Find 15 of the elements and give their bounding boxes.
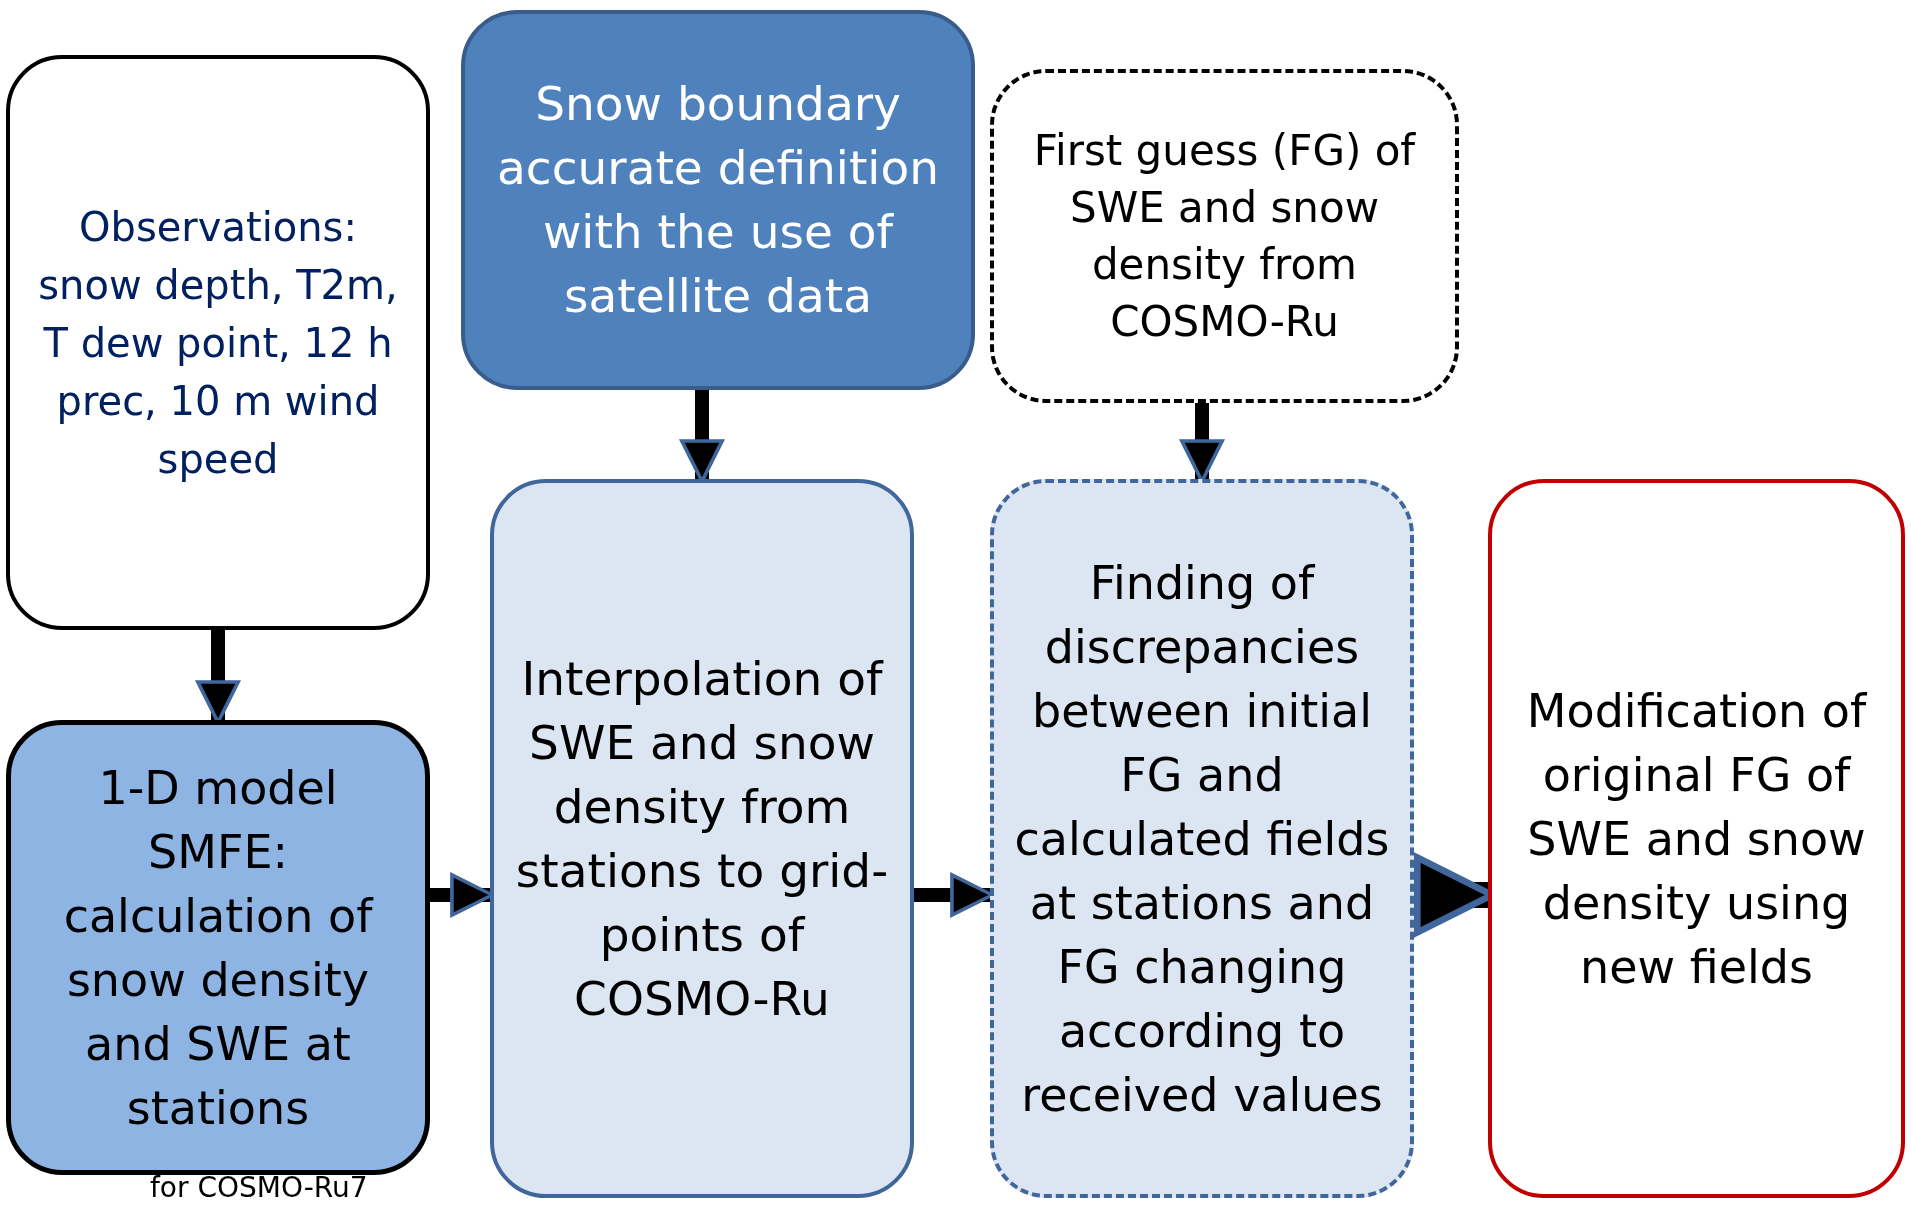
box-text: Finding of discrepancies between initial FG and calculated fields at stations and FG changing according to received values [1013, 554, 1391, 1124]
box-text: Observations: snow depth, T2m, T dew point, 12 h prec, 10 m wind speed [37, 202, 399, 484]
box-text: 1-D model SMFE: calculation of snow density and SWE at stations [62, 759, 375, 1137]
process-box [1488, 479, 1905, 1198]
process-box [490, 479, 914, 1198]
note-text: for COSMO-Ru7 [150, 1172, 368, 1204]
process-box [990, 479, 1414, 1198]
process-box [6, 720, 430, 1175]
box-text: First guess (FG) of SWE and snow density from COSMO-Ru [1032, 125, 1417, 348]
box-text: Interpolation of SWE and snow density from stations to grid-points of COSMO-Ru [514, 649, 890, 1028]
box-text: Modification of original FG of SWE and snow density using new fields [1525, 682, 1868, 996]
process-box [6, 55, 430, 630]
process-box [990, 69, 1459, 403]
box-text: Snow boundary accurate definition with the use of satellite data [496, 75, 940, 325]
process-box [461, 10, 975, 390]
